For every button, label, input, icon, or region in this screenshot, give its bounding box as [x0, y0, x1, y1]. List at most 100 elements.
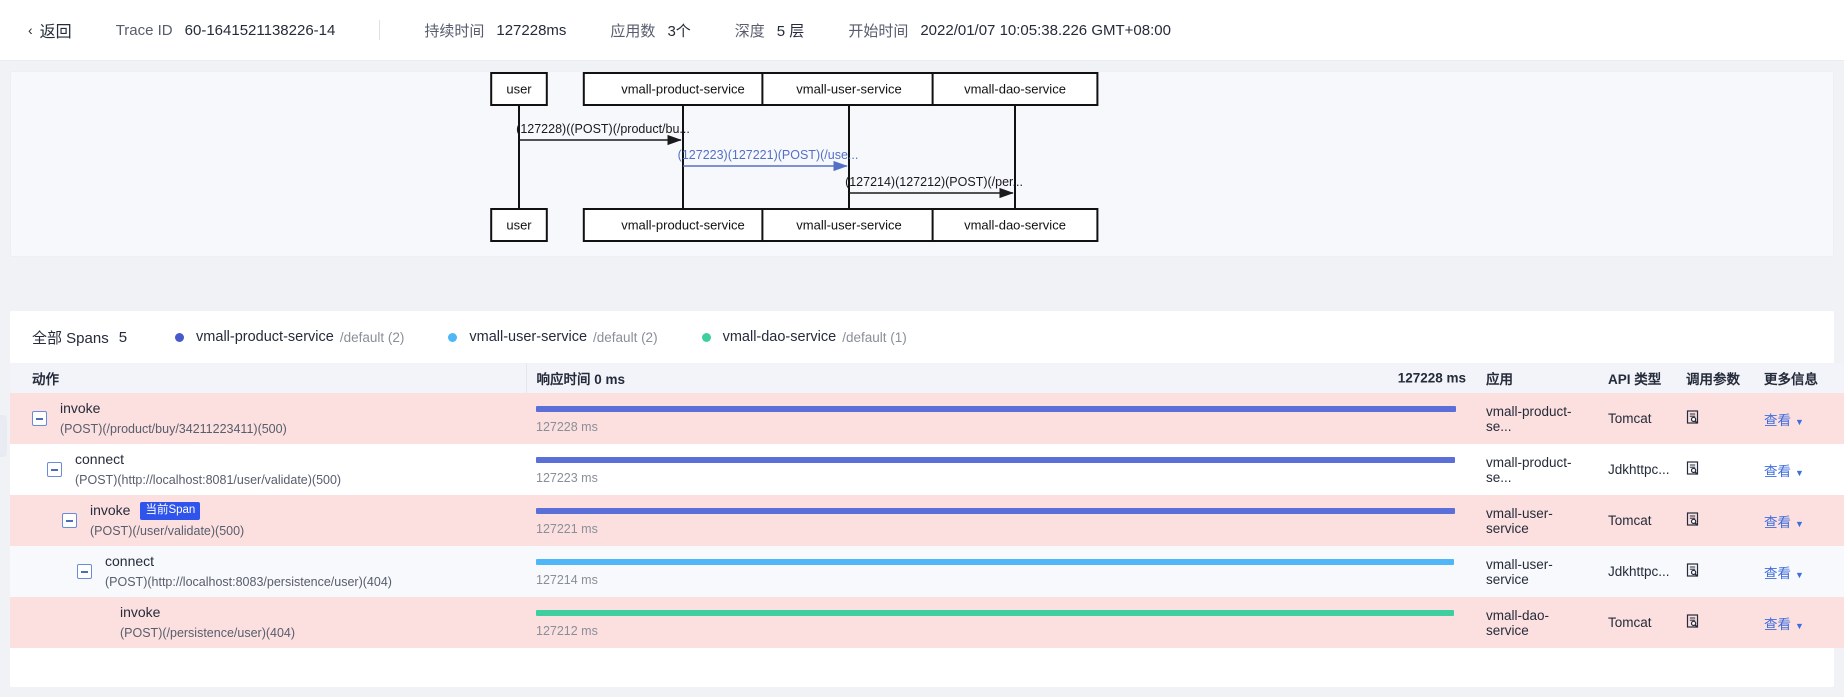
cell-app: vmall-dao-service [1476, 597, 1598, 648]
spans-table: 动作 响应时间 0 ms 127228 ms 应用 API 类型 调用参数 更多… [10, 363, 1844, 648]
legend-service-name: vmall-dao-service [722, 329, 837, 345]
side-panel-handle[interactable] [0, 415, 7, 457]
meta-start-time: 开始时间 2022/01/07 10:05:38.226 GMT+08:00 [848, 20, 1171, 41]
back-button-label: 返回 [39, 24, 72, 41]
participant-box-vmall-dao-service[interactable]: vmall-dao-service [931, 208, 1099, 242]
cell-api-type: Jdkhttpc... [1598, 546, 1676, 597]
app-name: vmall-user-service [1486, 556, 1553, 587]
sequence-message-1[interactable]: (127223)(127221)(POST)(/use... [678, 148, 859, 172]
cell-action: connect(POST)(http://localhost:8081/user… [10, 444, 526, 495]
participant-box-vmall-product-service[interactable]: vmall-product-service [582, 208, 784, 242]
api-type: Jdkhttpc... [1608, 564, 1670, 579]
participant-box-user[interactable]: user [490, 208, 548, 242]
spans-legend-count: 5 [118, 328, 128, 346]
meta-trace-id-value: 60-1641521138226-14 [184, 21, 336, 39]
duration-label: 127228 ms [536, 420, 598, 434]
duration-bar[interactable] [536, 457, 1456, 463]
cell-api-type: Tomcat [1598, 495, 1676, 546]
duration-bar[interactable] [536, 508, 1456, 514]
document-search-icon[interactable] [1686, 614, 1700, 628]
cell-timeline: 127212 ms [526, 597, 1476, 648]
chevron-down-icon: ▼ [1795, 518, 1804, 529]
back-button[interactable]: ‹ 返回 [28, 18, 72, 42]
meta-app-count-value: 3个 [667, 22, 691, 40]
document-search-icon[interactable] [1686, 563, 1700, 577]
table-row[interactable]: invoke(POST)(/persistence/user)(404)1272… [10, 597, 1844, 648]
app-name: vmall-user-service [1486, 505, 1553, 536]
participant-label: user [506, 82, 532, 97]
cell-more: 查看▼ [1754, 597, 1844, 648]
legend-service-detail: /default (2) [593, 329, 658, 345]
row-collapse-toggle[interactable] [47, 462, 62, 477]
timeline-track [536, 457, 1456, 463]
row-collapse-toggle[interactable] [62, 513, 77, 528]
legend-color-dot [448, 332, 458, 342]
participant-label: vmall-user-service [796, 82, 901, 97]
app-name: vmall-product-se... [1486, 403, 1572, 434]
sequence-message-label: (127214)(127212)(POST)(/per... [845, 175, 1023, 189]
column-header-params: 调用参数 [1676, 363, 1754, 393]
spans-table-body: invoke(POST)(/product/buy/34211223411)(5… [10, 393, 1844, 648]
meta-depth-label: 深度 [734, 22, 765, 40]
view-details-label: 查看 [1764, 514, 1791, 530]
participant-box-vmall-dao-service[interactable]: vmall-dao-service [931, 72, 1099, 106]
spans-table-header: 动作 响应时间 0 ms 127228 ms 应用 API 类型 调用参数 更多… [10, 363, 1844, 393]
document-search-icon[interactable] [1686, 461, 1700, 475]
view-details-link[interactable]: 查看 ▼ [1764, 515, 1804, 530]
legend-item-vmall-user-service[interactable]: vmall-user-service/default (2) [448, 329, 658, 345]
spans-card: 全部 Spans 5 vmall-product-service/default… [10, 311, 1844, 687]
chevron-left-icon: ‹ [28, 22, 33, 38]
legend-color-dot [175, 332, 185, 342]
participant-box-user[interactable]: user [490, 72, 548, 106]
cell-api-type: Tomcat [1598, 393, 1676, 444]
view-details-link[interactable]: 查看▼ [1764, 413, 1804, 428]
cell-timeline: 127214 ms [526, 546, 1476, 597]
view-details-label: 查看 [1764, 616, 1791, 632]
api-type: Tomcat [1608, 615, 1652, 630]
cell-app: vmall-product-se... [1476, 393, 1598, 444]
participant-box-vmall-user-service[interactable]: vmall-user-service [761, 72, 937, 106]
sequence-message-2[interactable]: (127214)(127212)(POST)(/per... [845, 175, 1023, 199]
meta-trace-id: Trace ID 60-1641521138226-14 [116, 22, 336, 39]
span-operation-detail: (POST)(http://localhost:8081/user/valida… [75, 472, 342, 487]
cell-more: 查看▼ [1754, 393, 1844, 444]
span-operation-detail: (POST)(/persistence/user)(404) [120, 625, 296, 640]
cell-more: 查看▼ [1754, 444, 1844, 495]
table-row[interactable]: invoke(POST)(/product/buy/34211223411)(5… [10, 393, 1844, 444]
meta-depth-value: 5 层 [776, 22, 805, 40]
legend-item-vmall-product-service[interactable]: vmall-product-service/default (2) [175, 329, 404, 345]
duration-label: 127223 ms [536, 471, 598, 485]
table-row[interactable]: connect(POST)(http://localhost:8083/pers… [10, 546, 1844, 597]
row-collapse-toggle[interactable] [77, 564, 92, 579]
duration-bar[interactable] [536, 559, 1455, 565]
view-details-link[interactable]: 查看▼ [1764, 464, 1804, 479]
document-search-icon[interactable] [1686, 512, 1700, 526]
column-header-action: 动作 [10, 363, 526, 393]
duration-bar[interactable] [536, 406, 1456, 412]
view-details-label: 查看 [1764, 463, 1791, 479]
duration-bar[interactable] [536, 610, 1455, 616]
column-header-time: 响应时间 0 ms 127228 ms [525, 363, 1476, 393]
meta-trace-id-label: Trace ID [115, 21, 173, 39]
document-search-icon[interactable] [1686, 410, 1700, 424]
legend-service-detail: /default (2) [339, 329, 405, 345]
table-row[interactable]: connect(POST)(http://localhost:8081/user… [10, 444, 1844, 495]
participant-label: vmall-user-service [796, 218, 901, 233]
cell-action: connect(POST)(http://localhost:8083/pers… [10, 546, 526, 597]
time-axis-start-label: 响应时间 0 ms [536, 372, 626, 387]
view-details-link[interactable]: 查看▼ [1764, 617, 1804, 632]
legend-item-vmall-dao-service[interactable]: vmall-dao-service/default (1) [701, 329, 907, 345]
sequence-message-0[interactable]: (127228)((POST)(/product/bu... [516, 122, 690, 146]
duration-label: 127214 ms [536, 573, 598, 587]
timeline-track [536, 610, 1456, 616]
row-collapse-toggle[interactable] [32, 411, 47, 426]
legend-color-dot [701, 332, 711, 342]
meta-duration: 持续时间 127228ms [424, 20, 566, 41]
sequence-diagram: (127228)((POST)(/product/bu...(127223)(1… [490, 72, 1099, 242]
participant-box-vmall-product-service[interactable]: vmall-product-service [582, 72, 784, 106]
participant-box-vmall-user-service[interactable]: vmall-user-service [761, 208, 937, 242]
view-details-link[interactable]: 查看▼ [1764, 566, 1804, 581]
header-divider [379, 20, 381, 40]
